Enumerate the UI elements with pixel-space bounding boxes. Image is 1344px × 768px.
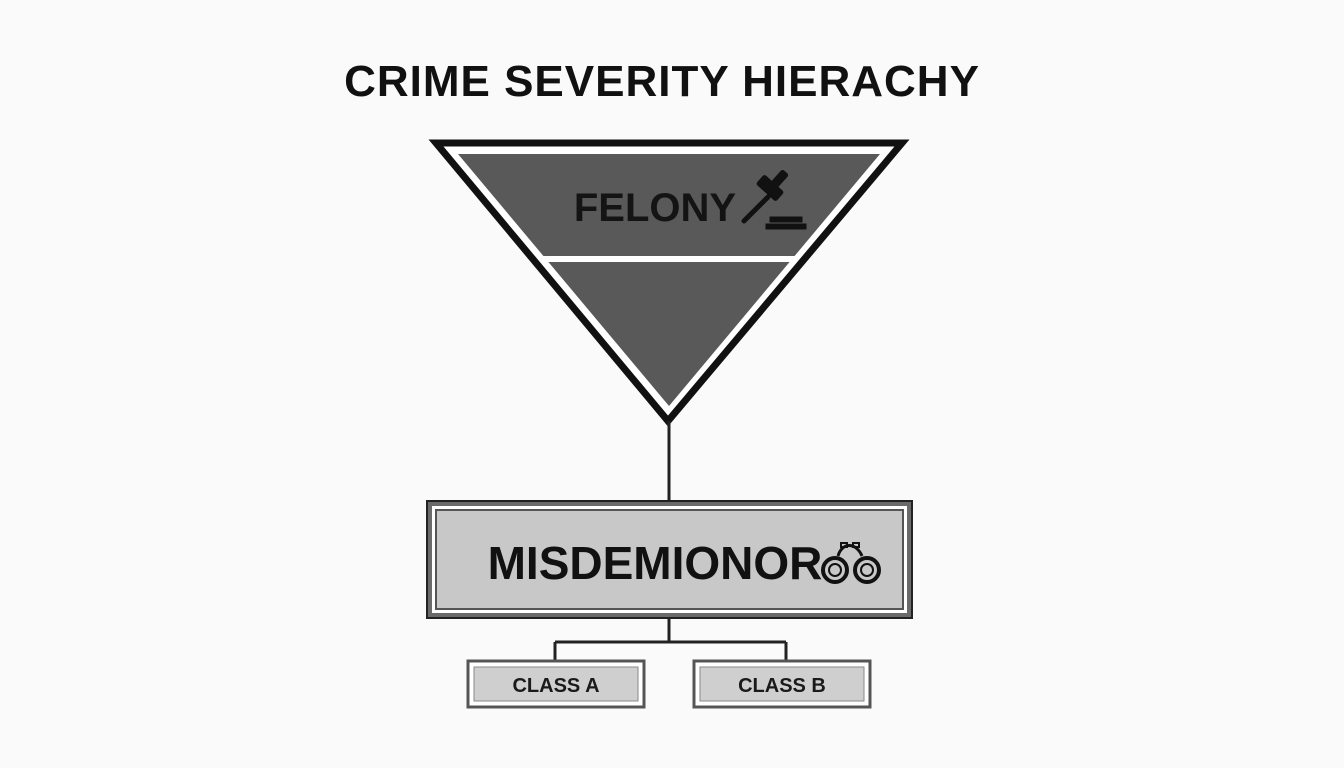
- class-a-node: CLASS A: [466, 659, 646, 709]
- handcuffs-icon: [821, 542, 881, 584]
- misdemeanor-tier: MISDEMIONOR: [426, 500, 913, 619]
- diagram-title: CRIME SEVERITY HIERACHY: [344, 57, 980, 106]
- class-b-label: CLASS B: [738, 675, 826, 697]
- class-a-label: CLASS A: [512, 675, 599, 697]
- misdemeanor-label: MISDEMIONOR: [488, 537, 823, 589]
- felony-label: FELONY: [574, 186, 737, 230]
- felony-tier: FELONY: [428, 139, 910, 427]
- class-b-node: CLASS B: [692, 659, 872, 709]
- gavel-icon: [741, 169, 807, 230]
- misdemeanor-box-inner: [435, 509, 904, 610]
- sub-class-connectors: [553, 618, 788, 661]
